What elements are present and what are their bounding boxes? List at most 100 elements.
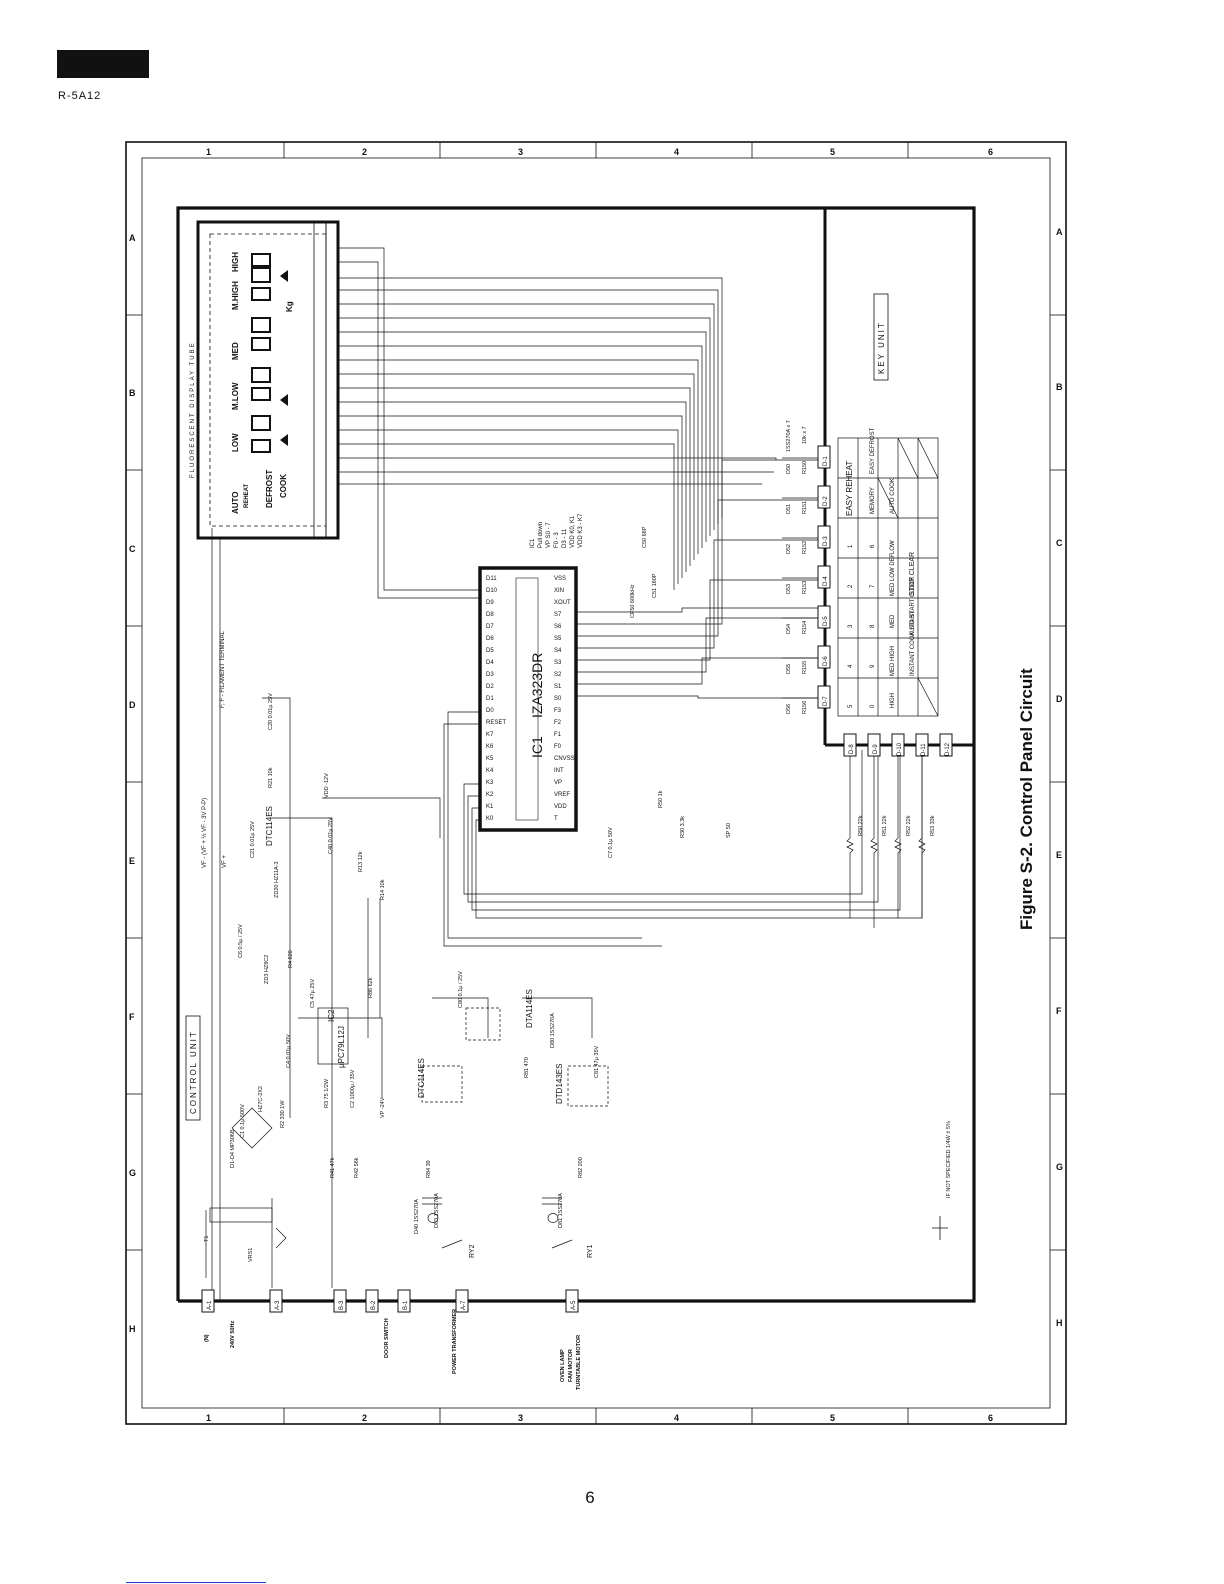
schematic-label: 10k x 7 bbox=[802, 426, 808, 444]
schematic-label: XIN bbox=[554, 588, 564, 594]
schematic-label: D-3 bbox=[823, 536, 829, 546]
schematic-label: R51 22k bbox=[882, 815, 888, 836]
ic1-right-pin-labels: VSS XIN XOUT S7 S6 S5 S4 S3 S2 S1 S0 F3 … bbox=[554, 576, 575, 822]
schematic-label: D11 bbox=[486, 576, 497, 582]
control-unit-label: CONTROL UNIT bbox=[185, 1015, 201, 1121]
schematic-label: S7 bbox=[554, 612, 562, 618]
schematic-label: D3 - 11 bbox=[562, 528, 568, 548]
schematic-label: D6 bbox=[486, 636, 494, 642]
col-label: 5 bbox=[830, 147, 835, 157]
col-label: 1 bbox=[206, 1413, 211, 1423]
outer-border bbox=[125, 141, 1067, 1425]
schematic-label: VDD bbox=[554, 804, 567, 810]
schematic-label: F1 bbox=[554, 732, 562, 738]
schematic-label: C81 47µ 35V bbox=[594, 1045, 600, 1078]
indicator-auto: AUTO bbox=[231, 491, 240, 514]
power-supply-section bbox=[205, 528, 609, 1301]
schematic-label: D8 bbox=[486, 612, 494, 618]
schematic-label: VSS bbox=[554, 576, 566, 582]
schematic-label: R13 12k bbox=[358, 851, 364, 872]
schematic-label: VREF bbox=[554, 792, 570, 798]
schematic-label: D2 bbox=[486, 684, 494, 690]
key-side-connectors: D-1 D-2 D-3 D-4 D-5 D-6 D-7 bbox=[817, 445, 831, 709]
schematic-label: D5 bbox=[486, 648, 494, 654]
schematic-label: D7 bbox=[486, 624, 494, 630]
schematic-label: MEMORY bbox=[870, 487, 876, 514]
schematic-label: 4 bbox=[848, 664, 854, 668]
schematic-label: R42 56k bbox=[354, 1157, 360, 1178]
schematic-label: D55 bbox=[786, 664, 792, 674]
schematic-label: RESET bbox=[486, 720, 506, 726]
row-label: H bbox=[129, 1324, 136, 1334]
schematic-label: D53 bbox=[786, 584, 792, 594]
schematic-label: A-7 bbox=[461, 1300, 467, 1310]
schematic-label: R21 10k bbox=[268, 767, 274, 788]
schematic-label: VF + bbox=[222, 855, 228, 868]
schematic-label: R14 10k bbox=[380, 879, 386, 900]
schematic-label: R52 22k bbox=[906, 815, 912, 836]
schematic-label: R3 75 1/2W bbox=[324, 1078, 330, 1108]
schematic-label: R84 39 bbox=[426, 1160, 432, 1178]
schematic-label: S6 bbox=[554, 624, 562, 630]
ic1-key-lines bbox=[443, 459, 923, 947]
ic1-notes: IC1 Pull down VP S0 - 7 F0 - 3 D3 - 11 V… bbox=[530, 513, 584, 548]
schematic-label: Pull down bbox=[538, 522, 544, 548]
schematic-label: R153 bbox=[802, 581, 808, 594]
schematic-label: R50 1k bbox=[658, 790, 664, 808]
schematic-label: S1 bbox=[554, 684, 562, 690]
schematic-label: D-6 bbox=[823, 656, 829, 666]
schematic-label: µPC79L12J bbox=[337, 1026, 346, 1068]
indicator-cook: COOK bbox=[279, 474, 288, 498]
schematic-label: B-2 bbox=[371, 1300, 377, 1310]
schematic-label: VRS1 bbox=[248, 1248, 254, 1262]
schematic-label: A-3 bbox=[275, 1300, 281, 1310]
key-resistor-labels: R50 22k R51 22k R52 22k R53 33k bbox=[858, 815, 936, 836]
schematic-label: INSTANT COOK START bbox=[910, 610, 916, 676]
schematic-label: K5 bbox=[486, 756, 494, 762]
schematic-label: C5 47µ 25V bbox=[310, 979, 316, 1008]
schematic-label: C51 180P bbox=[652, 573, 658, 598]
schematic-label: C6 0.5µ / 25V bbox=[238, 924, 244, 958]
schematic-label: C4 0.01µ 50V bbox=[286, 1034, 292, 1068]
model-code: R-5A12 bbox=[58, 90, 102, 102]
schematic-label: HZ7C-2X2 bbox=[258, 1086, 264, 1112]
schematic-label: D52 bbox=[786, 544, 792, 554]
schematic-label: K0 bbox=[486, 816, 494, 822]
schematic-label: AUTO START CLOCK bbox=[910, 576, 916, 636]
schematic-label: C20 0.01µ 25V bbox=[268, 693, 274, 730]
schematic-label: R30 3.3k bbox=[680, 816, 686, 838]
indicator-med: MED bbox=[231, 342, 240, 360]
schematic-label: B-3 bbox=[339, 1300, 345, 1310]
schematic-label: VP bbox=[554, 780, 562, 786]
schematic-label: IC2 bbox=[327, 1009, 336, 1022]
schematic-label: D-2 bbox=[823, 496, 829, 506]
row-label: E bbox=[129, 856, 135, 866]
schematic-label: C7 0.1µ 50V bbox=[608, 827, 614, 858]
indicator-low: LOW bbox=[231, 433, 240, 452]
schematic-label: R2 330 1W bbox=[280, 1100, 286, 1128]
schematic-label: R82 200 bbox=[578, 1157, 584, 1178]
schematic-label: D-1 bbox=[823, 456, 829, 466]
col-label: 4 bbox=[674, 147, 679, 157]
schematic-label: D80 1SS270A bbox=[550, 1013, 556, 1048]
schematic-label: S0 bbox=[554, 696, 562, 702]
schematic-label: R50 22k bbox=[858, 815, 864, 836]
col-label: 2 bbox=[362, 147, 367, 157]
schematic-label: D-9 bbox=[873, 744, 879, 754]
row-label: B bbox=[129, 388, 136, 398]
schematic-label: C50 68P bbox=[642, 526, 648, 548]
schematic-label: VDD K0, K1 bbox=[570, 515, 576, 548]
left-notes: F, F - FILAMENT TERMINAL VF - (VF + ½ VF… bbox=[201, 631, 228, 868]
schematic-label: D4 bbox=[486, 660, 494, 666]
schematic-label: R150 bbox=[802, 461, 808, 474]
key-unit-label: KEY UNIT bbox=[877, 321, 886, 374]
indicator-reheat: REHEAT bbox=[244, 483, 250, 508]
schematic-label: D9 bbox=[486, 600, 494, 606]
page-number: 6 bbox=[585, 1488, 595, 1507]
fluorescent-display-tube: FLUORESCENT DISPLAY TUBE AUTO LOW M.LOW … bbox=[190, 220, 340, 540]
schematic-label: FAN MOTOR bbox=[568, 1349, 574, 1382]
schematic-label: S5 bbox=[554, 636, 562, 642]
schematic-label: CF50 600kHz bbox=[630, 584, 636, 618]
schematic-label: POWER TRANSFORMER bbox=[452, 1309, 458, 1374]
seven-segment-digits bbox=[251, 253, 271, 453]
